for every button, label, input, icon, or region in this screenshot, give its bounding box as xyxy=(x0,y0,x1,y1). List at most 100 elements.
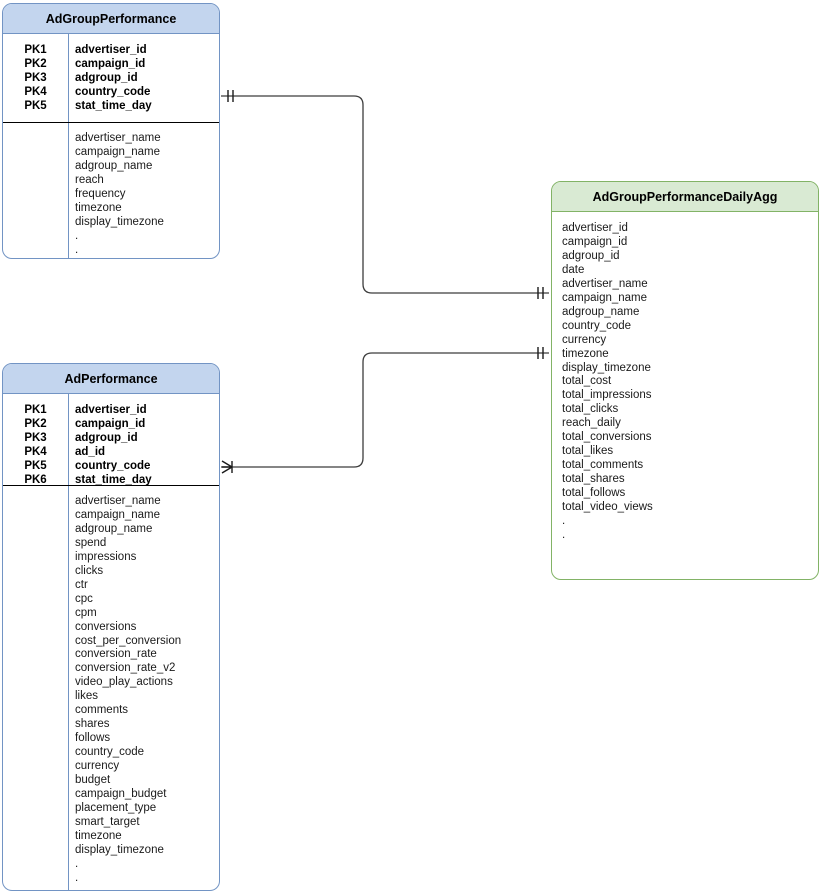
attribute-ellipsis: . xyxy=(562,515,566,528)
pk-label: PK3 xyxy=(24,432,47,444)
cardinality-one-and-only-one-icon xyxy=(537,347,544,359)
attribute: adgroup_name xyxy=(75,522,153,535)
key-field: adgroup_id xyxy=(75,432,138,444)
attribute: advertiser_name xyxy=(562,277,648,290)
attribute: currency xyxy=(562,333,607,346)
attribute: placement_type xyxy=(75,801,157,814)
attribute: adgroup_name xyxy=(75,159,153,172)
attribute: country_code xyxy=(75,746,145,759)
attribute-ellipsis: . xyxy=(75,229,79,242)
attribute: conversions xyxy=(75,620,137,633)
entity-title-adgroup-performance-daily-agg: AdGroupPerformanceDailyAgg xyxy=(552,182,818,212)
key-field: campaign_id xyxy=(75,418,146,430)
attribute: total_follows xyxy=(562,487,626,500)
attribute: total_comments xyxy=(562,459,644,472)
entity-body-ad-performance: PK1 PK2 PK3 PK4 PK5 PK6 advertiser_id ca… xyxy=(3,394,219,890)
pk-label: PK2 xyxy=(24,418,47,430)
attribute: currency xyxy=(75,760,120,773)
pk-label-list-ad-performance: PK1 PK2 PK3 PK4 PK5 PK6 xyxy=(3,394,68,487)
attribute: impressions xyxy=(75,550,137,563)
attribute-ellipsis: . xyxy=(75,243,79,256)
pk-label-list-adgroup-performance: PK1 PK2 PK3 PK4 PK5 xyxy=(3,34,68,113)
pk-label: PK1 xyxy=(24,404,47,416)
attribute: shares xyxy=(75,718,110,731)
attribute: adgroup_name xyxy=(562,305,640,318)
pk-label: PK2 xyxy=(24,58,47,70)
pk-label: PK4 xyxy=(24,86,47,98)
attribute: cost_per_conversion xyxy=(75,634,182,647)
attribute-ellipsis: . xyxy=(562,528,566,541)
attribute: timezone xyxy=(75,201,122,214)
entity-title-ad-performance: AdPerformance xyxy=(3,364,219,394)
attribute: conversion_rate xyxy=(75,648,157,661)
attribute: follows xyxy=(75,732,111,745)
attribute: timezone xyxy=(75,829,122,842)
key-field: advertiser_id xyxy=(75,404,147,416)
attribute: spend xyxy=(75,536,107,549)
key-attribute-divider xyxy=(3,485,219,486)
cardinality-one-and-only-one-icon xyxy=(227,90,234,102)
attribute: total_impressions xyxy=(562,389,652,402)
attribute: comments xyxy=(75,704,129,717)
entity-ad-performance[interactable]: AdPerformance PK1 PK2 PK3 PK4 PK5 PK6 ad… xyxy=(2,363,220,891)
attribute: display_timezone xyxy=(75,843,164,856)
relationship-line xyxy=(221,352,549,468)
attribute: total_clicks xyxy=(562,403,619,416)
pk-label: PK3 xyxy=(24,72,47,84)
entity-body-adgroup-performance-daily-agg: advertiser_id campaign_id adgroup_id dat… xyxy=(552,212,818,579)
attribute: campaign_name xyxy=(562,291,648,304)
attribute: cpm xyxy=(75,606,97,619)
attribute: cpc xyxy=(75,592,93,605)
pk-label: PK6 xyxy=(24,474,47,486)
key-field: stat_time_day xyxy=(75,100,152,112)
attribute: display_timezone xyxy=(75,215,164,228)
key-field: adgroup_id xyxy=(75,72,138,84)
attribute: advertiser_id xyxy=(562,222,628,234)
attribute: campaign_name xyxy=(75,508,161,521)
attribute-ellipsis: . xyxy=(75,857,79,870)
attribute: country_code xyxy=(562,319,632,332)
column-divider xyxy=(68,394,69,890)
pk-label: PK1 xyxy=(24,44,47,56)
key-field: ad_id xyxy=(75,446,106,458)
attribute: total_likes xyxy=(562,445,614,458)
pk-label: PK4 xyxy=(24,446,47,458)
attribute: conversion_rate_v2 xyxy=(75,662,176,675)
relationship-line xyxy=(221,95,549,294)
attribute-list-adgroup-performance: advertiser_name campaign_name adgroup_na… xyxy=(75,132,164,258)
attribute: advertiser_name xyxy=(75,495,161,507)
attribute: total_video_views xyxy=(562,501,653,514)
key-field: campaign_id xyxy=(75,58,146,70)
key-field: country_code xyxy=(75,86,151,98)
entity-title-adgroup-performance: AdGroupPerformance xyxy=(3,4,219,34)
attribute: reach_daily xyxy=(562,417,621,430)
entity-adgroup-performance[interactable]: AdGroupPerformance PK1 PK2 PK3 PK4 PK5 a… xyxy=(2,3,220,259)
attribute: adgroup_id xyxy=(562,249,620,262)
relationship-ad-performance-to-daily-agg[interactable] xyxy=(221,347,549,474)
attribute: total_conversions xyxy=(562,431,652,444)
attribute: timezone xyxy=(562,347,609,360)
attribute: clicks xyxy=(75,564,104,577)
cardinality-one-and-only-one-icon xyxy=(537,287,544,299)
attribute: frequency xyxy=(75,187,126,200)
attribute: likes xyxy=(75,690,99,703)
attribute: reach xyxy=(75,173,104,186)
attribute: campaign_budget xyxy=(75,788,167,801)
attribute: budget xyxy=(75,774,111,787)
key-field-list-adgroup-performance: advertiser_id campaign_id adgroup_id cou… xyxy=(75,34,152,113)
key-field: stat_time_day xyxy=(75,474,152,486)
relationship-adgroup-performance-to-daily-agg[interactable] xyxy=(221,90,549,299)
column-divider xyxy=(68,34,69,258)
attribute: campaign_name xyxy=(75,145,161,158)
attribute: ctr xyxy=(75,578,88,591)
attribute: display_timezone xyxy=(562,361,651,374)
attribute-ellipsis: . xyxy=(75,871,79,884)
pk-label: PK5 xyxy=(24,460,47,472)
attribute: campaign_id xyxy=(562,235,628,248)
entity-adgroup-performance-daily-agg[interactable]: AdGroupPerformanceDailyAgg advertiser_id… xyxy=(551,181,819,580)
key-attribute-divider xyxy=(3,122,219,123)
pk-label: PK5 xyxy=(24,100,47,112)
entity-body-adgroup-performance: PK1 PK2 PK3 PK4 PK5 advertiser_id campai… xyxy=(3,34,219,258)
key-field: country_code xyxy=(75,460,151,472)
